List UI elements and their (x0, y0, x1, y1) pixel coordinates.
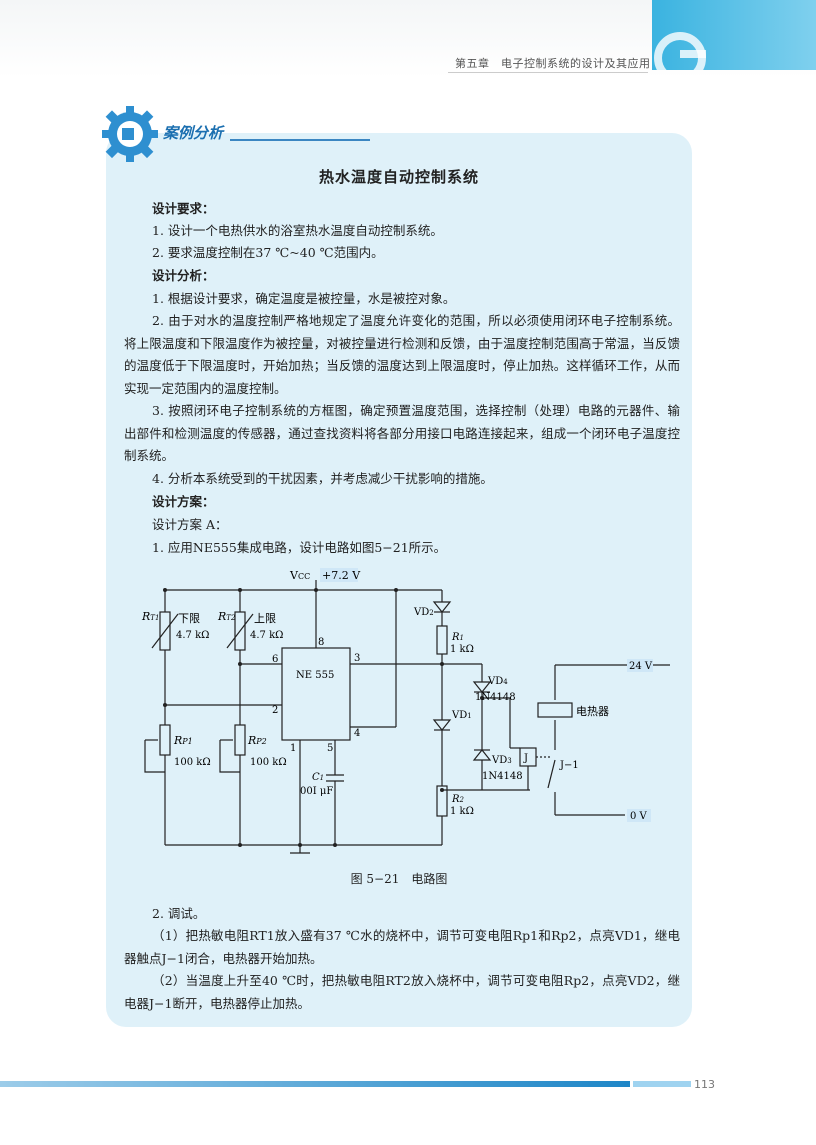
r1-label: R1 (451, 632, 464, 643)
pin-label: 3 (354, 653, 360, 664)
r2-value: 1 kΩ (450, 806, 474, 817)
section-title: 热水温度自动控制系统 (318, 168, 479, 186)
header-divider (448, 72, 648, 73)
v24-label: 24 V (629, 661, 653, 672)
paragraph-heading: 设计分析： (152, 268, 215, 283)
rt1-desc: 下限 (178, 612, 200, 625)
rt1-value: 4.7 kΩ (176, 630, 209, 641)
header-logo-icon (654, 32, 706, 84)
gear-icon (100, 104, 164, 172)
vd3-label: VD3 (491, 755, 512, 766)
paragraph: 2. 由于对水的温度控制严格地规定了温度允许变化的范围，所以必须使用闭环电子控制… (124, 313, 680, 396)
rt1-label: RT1 (141, 610, 159, 623)
contact-label: J−1 (559, 760, 579, 771)
case-label-underline (230, 139, 370, 141)
rp1-label: RP1 (173, 734, 193, 747)
paragraph: 1. 根据设计要求，确定温度是被控量，水是被控对象。 (152, 291, 456, 306)
pin-label: 8 (318, 637, 324, 648)
paragraph: （1）把热敏电阻RT1放入盛有37 ℃水的烧杯中，调节可变电阻Rp1和Rp2，点… (124, 928, 680, 966)
rt2-desc: 上限 (254, 612, 276, 625)
vd4-model: 1N4148 (475, 692, 516, 703)
paragraph-heading: 设计方案： (152, 494, 215, 509)
paragraph: 1. 设计一个电热供水的浴室热水温度自动控制系统。 (152, 223, 443, 238)
footer-bar-accent (633, 1081, 691, 1087)
c1-value: 00I μF (300, 786, 333, 797)
pin-label: 1 (290, 743, 296, 754)
rt2-label: RT2 (217, 610, 236, 623)
paragraph-heading: 设计要求： (152, 201, 215, 216)
chapter-title: 第五章 电子控制系统的设计及其应用 (455, 57, 651, 70)
paragraph: 3. 按照闭环电子控制系统的方框图，确定预置温度范围，选择控制（处理）电路的元器… (124, 403, 680, 463)
rp1-value: 100 kΩ (174, 757, 211, 768)
circuit-diagram: VCC +7.2 V RT1 下限 4.7 kΩ RT2 上限 4.7 kΩ N… (141, 568, 670, 854)
header-corner-decoration (652, 0, 816, 84)
case-analysis-label: 案例分析 (163, 124, 224, 142)
heater-label: 电热器 (576, 705, 609, 718)
c1-label: C1 (312, 772, 324, 783)
paragraph: 2. 要求温度控制在37 ℃~40 ℃范围内。 (152, 245, 384, 260)
vd1-label: VD1 (451, 710, 472, 721)
pin-label: 4 (354, 728, 360, 739)
pin-label: 6 (272, 654, 278, 665)
rt2-value: 4.7 kΩ (250, 630, 283, 641)
figure-caption: 图 5−21 电路图 (350, 872, 448, 886)
pin-label: 2 (272, 705, 278, 716)
vcc-value-highlight (320, 568, 358, 582)
relay-label: J (523, 753, 528, 764)
rp2-value: 100 kΩ (250, 757, 287, 768)
footer-bar (0, 1081, 630, 1087)
ic-label: NE 555 (296, 670, 334, 681)
page-number: 113 (694, 1078, 715, 1091)
paragraph: （2）当温度上升至40 ℃时，把热敏电阻RT2放入烧杯中，调节可变电阻Rp2，点… (124, 973, 680, 1011)
paragraph: 设计方案 A： (152, 517, 228, 532)
v0-label: 0 V (630, 811, 648, 822)
paragraph: 2. 调试。 (152, 906, 206, 921)
v0-highlight (627, 809, 651, 822)
vcc-label: VCC (289, 569, 310, 582)
v24-highlight (627, 659, 653, 672)
paragraph: 4. 分析本系统受到的干扰因素，并考虑减少干扰影响的措施。 (152, 471, 493, 486)
pin-label: 5 (327, 743, 333, 754)
vcc-value: +7.2 V (322, 569, 361, 582)
vd4-label: VD4 (487, 676, 508, 687)
paragraph: 1. 应用NE555集成电路，设计电路如图5−21所示。 (152, 540, 447, 555)
case-analysis-box (106, 133, 692, 1027)
vd2-label: VD2 (413, 607, 434, 618)
r1-value: 1 kΩ (450, 644, 474, 655)
r2-label: R2 (451, 794, 465, 805)
rp2-label: RP2 (247, 734, 267, 747)
vd3-model: 1N4148 (482, 771, 523, 782)
